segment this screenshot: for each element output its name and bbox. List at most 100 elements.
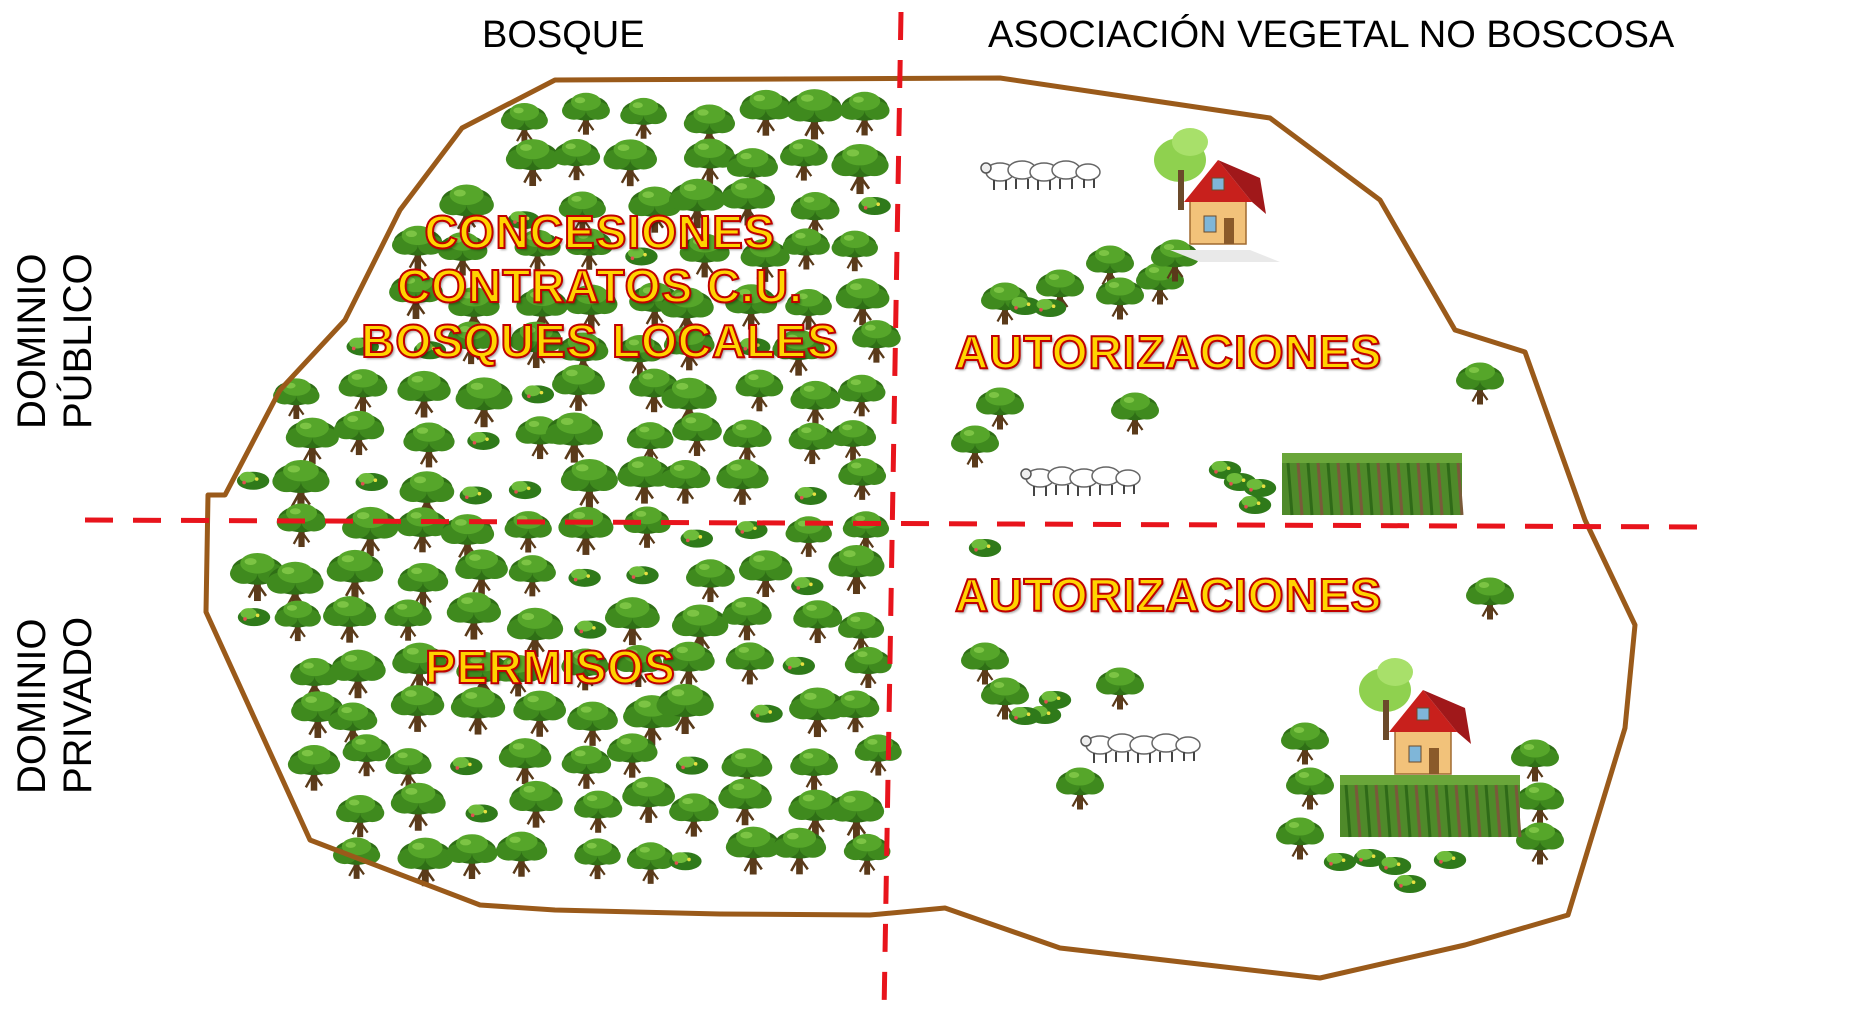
tree-icon: [508, 779, 564, 829]
shrub-icon: [1393, 875, 1427, 893]
tree-icon: [842, 832, 892, 876]
tree-icon: [503, 510, 553, 554]
shrub-icon: [465, 804, 498, 823]
sheep-flock-icon: [1080, 733, 1201, 764]
tree-icon: [1514, 821, 1566, 866]
tree-icon: [778, 137, 829, 182]
row-label-private-line1: DOMINIO: [10, 618, 54, 794]
tree-icon: [792, 599, 844, 645]
shrub-icon: [508, 481, 542, 500]
tree-icon: [721, 595, 773, 642]
shrub-icon: [1238, 496, 1272, 514]
tree-icon: [445, 590, 503, 641]
row-label-public-line2: PÚBLICO: [56, 253, 100, 429]
tree-icon: [395, 506, 450, 554]
tree-icon: [602, 138, 659, 188]
tree-icon: [273, 599, 322, 643]
tree-icon: [738, 88, 794, 137]
tree-icon: [667, 792, 720, 838]
shrub-icon: [791, 577, 824, 596]
shrub-icon: [675, 756, 709, 775]
shrub-icon: [467, 431, 500, 450]
label-concesiones: CONCESIONES: [424, 205, 776, 259]
tree-icon: [445, 833, 499, 881]
tree-icon: [837, 456, 888, 501]
sheep-flock-icon: [980, 160, 1101, 191]
tree-icon: [454, 376, 514, 429]
shrub-icon: [450, 757, 483, 776]
tree-icon: [1514, 781, 1566, 826]
tree-icon: [1274, 816, 1326, 861]
tree-icon: [841, 510, 891, 553]
tree-icon: [827, 789, 886, 841]
tree-icon: [784, 87, 845, 141]
tree-icon: [659, 458, 712, 505]
tree-icon: [734, 368, 785, 413]
horizontal-divider: [84, 517, 1701, 530]
tree-icon: [1454, 361, 1506, 406]
shrub-icon: [1378, 857, 1412, 875]
tree-icon: [828, 419, 878, 462]
tree-icon: [827, 543, 886, 596]
vertical-divider: [881, 11, 904, 1013]
sheep-flock-icon: [1020, 466, 1141, 497]
house-icon: [1358, 657, 1486, 793]
tree-icon: [789, 379, 842, 426]
tree-icon: [512, 689, 568, 739]
tree-icon: [684, 558, 737, 604]
tree-icon: [621, 775, 677, 825]
tree-icon: [974, 386, 1026, 431]
tree-icon: [389, 781, 447, 833]
shrub-icon: [568, 568, 601, 587]
tree-icon: [717, 777, 774, 827]
shrub-icon: [574, 620, 607, 639]
tree-icon: [321, 594, 378, 644]
zone-public-forest-label: CONCESIONES CONTRATOS C.U. BOSQUES LOCAL…: [320, 205, 880, 368]
crop-rows: [1286, 462, 1522, 838]
shrub-icon: [521, 385, 555, 404]
row-label-private-line2: PRIVADO: [56, 616, 100, 794]
row-label-private: DOMINIO PRIVADO: [9, 616, 101, 794]
tree-icon: [1054, 766, 1106, 811]
tree-icon: [332, 409, 386, 457]
tree-icon: [1284, 766, 1336, 811]
shrub-icon: [680, 529, 713, 548]
tree-icon: [334, 793, 386, 839]
tree-icon: [1094, 666, 1146, 711]
tree-icon: [284, 416, 341, 466]
tree-icon: [715, 457, 770, 507]
tree-icon: [494, 830, 549, 878]
tree-icon: [551, 137, 602, 182]
tree-icon: [566, 700, 620, 748]
tree-icon: [325, 548, 385, 601]
tree-icon: [625, 841, 676, 885]
header-forest: BOSQUE: [482, 14, 645, 56]
tree-icon: [550, 363, 607, 413]
shrub-icon: [782, 656, 816, 675]
label-contratos: CONTRATOS C.U.: [396, 259, 803, 313]
tree-icon: [836, 610, 886, 654]
row-label-public-line1: DOMINIO: [10, 253, 54, 429]
tree-icon: [619, 96, 668, 140]
tree-icon: [560, 744, 613, 790]
shrub-icon: [669, 852, 702, 871]
tree-icon: [573, 837, 622, 881]
shrub-icon: [1243, 479, 1277, 497]
tree-icon: [603, 595, 662, 647]
tree-icon: [560, 91, 612, 136]
tree-icon: [671, 411, 724, 458]
shrub-icon: [794, 486, 827, 505]
tree-icon: [1109, 391, 1161, 436]
tree-icon: [622, 505, 672, 549]
tree-icon: [853, 733, 903, 777]
shrub-icon: [237, 608, 271, 627]
shrub-icon: [236, 471, 270, 490]
tree-icon: [497, 736, 553, 786]
tree-icon: [682, 137, 737, 186]
tree-icon: [1279, 721, 1331, 766]
zone-private-forest-label: PERMISOS: [424, 640, 676, 694]
shrub-icon: [355, 473, 388, 492]
shrub-icon: [1323, 853, 1357, 871]
shrub-icon: [626, 566, 659, 585]
tree-icon: [544, 411, 605, 464]
